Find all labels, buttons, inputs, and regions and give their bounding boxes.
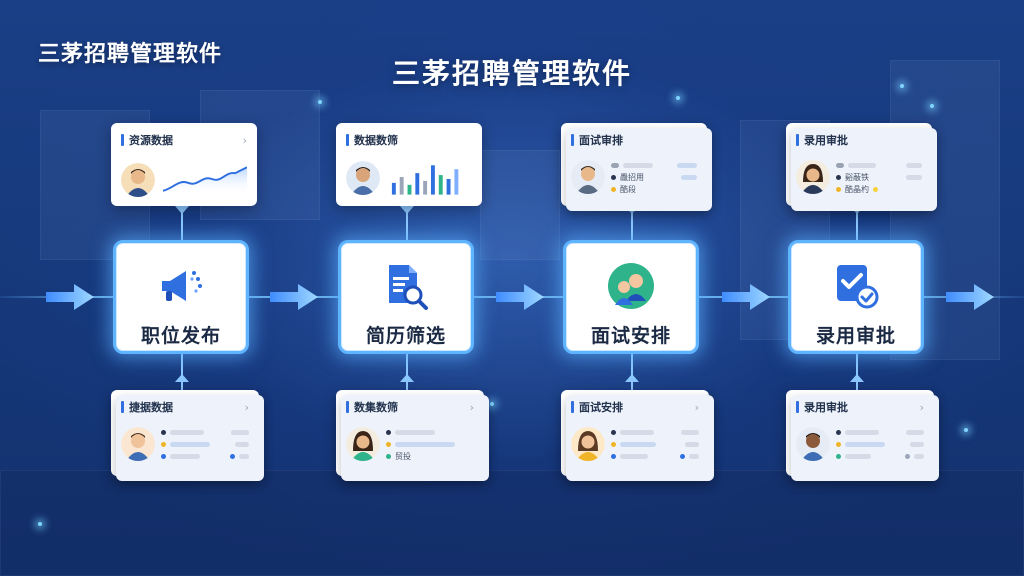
chevron-right-icon[interactable]: › [694,400,699,414]
approval-check-icon [831,261,881,311]
glow-dot [676,96,680,100]
connector-arrow [400,206,414,214]
avatar [346,161,380,195]
avatar [571,427,605,461]
bottom-card-3[interactable]: 面试安排 › [561,390,714,481]
card-title: 捷据数据 [129,401,173,414]
connector-arrow [175,374,189,382]
title-bar [571,134,574,146]
card-title: 数据数筛 [354,134,398,147]
card-title: 面试安排 [579,401,623,414]
connector [856,354,858,390]
flow-arrow-icon [46,284,94,310]
card-header: 捷据数据 › [121,398,249,416]
connector-arrow [175,206,189,214]
document-search-icon [381,261,431,311]
detail-text: 酷晶杓 [845,184,869,194]
bottom-card-2[interactable]: 数集数筛 › 贸投 [336,390,489,481]
top-card-approval[interactable]: 录用审批 谿蔽铁 酷晶杓 [786,123,937,211]
flow-arrow-icon [270,284,318,310]
stage-interview-scheduling[interactable]: 面试安排 [563,240,699,354]
avatar [346,427,380,461]
bottom-card-4[interactable]: 录用审批 › [786,390,939,481]
stage-label: 面试安排 [590,325,671,347]
flow-arrow-icon [496,284,544,310]
connector [631,206,633,240]
card-title: 面试审排 [579,134,623,147]
title-bar [796,134,799,146]
flow-arrow-icon [722,284,770,310]
flow-arrow-icon [946,284,994,310]
avatar [121,427,155,461]
top-card-data-screening[interactable]: 数据数筛 [336,123,482,206]
stage-job-posting[interactable]: 职位发布 [113,240,249,354]
chevron-right-icon[interactable]: › [469,400,474,414]
card-title: 录用审批 [804,401,848,414]
title-bar [121,134,124,146]
card-title: 资源数据 [129,134,173,147]
detail-text: 飍招用 [620,172,644,182]
people-icon [606,261,656,311]
corner-title: 三茅招聘管理软件 [38,42,223,67]
stage-resume-screening[interactable]: 简历筛选 [338,240,474,354]
megaphone-icon [156,261,206,311]
title-bar [571,401,574,413]
glow-dot [38,522,42,526]
connector [181,206,183,240]
connector [856,206,858,240]
glow-dot [490,402,494,406]
page-title: 三茅招聘管理软件 [391,57,632,90]
stage-label: 录用审批 [815,325,896,347]
chevron-right-icon[interactable]: › [244,400,249,414]
card-title: 录用审批 [804,134,848,147]
stage-offer-approval[interactable]: 录用审批 [788,240,924,354]
connector [406,206,408,240]
chevron-right-icon[interactable]: › [242,133,247,147]
bar-chart-graphic [391,165,459,195]
avatar [796,427,830,461]
card-header: 录用审批 [796,131,922,149]
stage-label: 简历筛选 [365,325,446,347]
trend-line-chart [163,166,247,195]
top-card-interview[interactable]: 面试审排 飍招用 酷段 [561,123,712,211]
detail-text: 酷段 [620,184,636,194]
stage-label: 职位发布 [140,325,221,347]
bottom-card-1[interactable]: 捷据数据 › [111,390,264,481]
glow-dot [900,84,904,88]
detail-text: 贸投 [395,451,411,461]
connector-arrow [625,374,639,382]
glow-dot [930,104,934,108]
connector-arrow [400,374,414,382]
card-title: 数集数筛 [354,401,398,414]
connector [406,354,408,390]
detail-text: 谿蔽铁 [845,172,869,182]
bg-window [480,150,560,260]
title-bar [346,401,349,413]
avatar [121,163,155,197]
card-header: 数集数筛 › [346,398,474,416]
glow-dot [318,100,322,104]
card-header: 面试安排 › [571,398,699,416]
title-bar [121,401,124,413]
connector [631,354,633,390]
avatar [796,160,830,194]
title-bar [346,134,349,146]
glow-dot [964,428,968,432]
title-bar [796,401,799,413]
chevron-right-icon[interactable]: › [919,400,924,414]
connector [181,354,183,390]
card-header: 录用审批 › [796,398,924,416]
card-header: 资源数据 › [121,131,247,149]
top-card-resource-data[interactable]: 资源数据 › [111,123,257,206]
card-header: 数据数筛 [346,131,472,149]
avatar [571,160,605,194]
connector-arrow [850,374,864,382]
bg-desk [0,470,1024,576]
card-header: 面试审排 [571,131,697,149]
